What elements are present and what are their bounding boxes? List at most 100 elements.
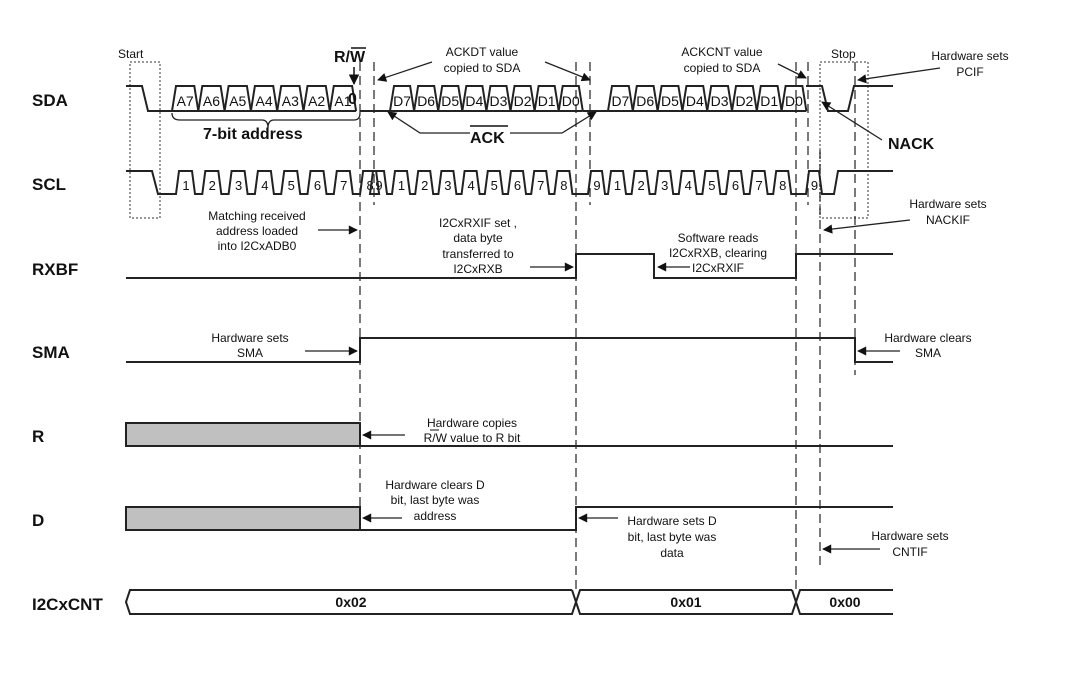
rxbf-waveform [126,253,893,279]
rxif-note-2: data byte [453,231,503,245]
clock-pulse-label: 9 [811,178,818,193]
data-bit-label: D4 [686,93,704,109]
clock-pulse-label: 3 [444,178,451,193]
data-bit-label: D2 [735,93,753,109]
data-bit-label: D3 [711,93,729,109]
data-bit-cell [461,85,488,112]
data-bit-cell [485,85,512,112]
nackif-note-1: Hardware sets [909,197,986,211]
cnt-value-1: 0x02 [335,594,366,610]
clock-pulse-label: 2 [637,178,644,193]
d-unknown-region [125,506,361,531]
data-bit-label: D2 [514,93,532,109]
clock-pulse-label: 4 [261,178,268,193]
pcif-note-2: PCIF [956,65,983,79]
data-bit-label: D7 [393,93,411,109]
data-bit-label: D1 [760,93,778,109]
signal-label-r: R [32,427,44,446]
start-label: Start [118,47,144,61]
dset-note-3: data [660,546,684,560]
sda-waveform [126,85,893,112]
clock-pulse-label: 1 [614,178,621,193]
swread-note-1: Software reads [678,231,759,245]
sma-clear-note-2: SMA [915,346,941,360]
rcopy-note-1: Hardware copies [427,416,517,430]
rw-value: 0 [348,91,357,108]
scl-line [126,170,893,195]
rxif-note-1: I2CxRXIF set , [439,216,517,230]
data-bit-cell [780,85,808,112]
cnt-value-3: 0x00 [829,594,860,610]
clock-pulse-label: 7 [755,178,762,193]
data-bit-label: D6 [636,93,654,109]
dset-note-2: bit, last byte was [628,530,717,544]
clock-pulse-label: 9 [375,178,382,193]
data-bit-cell [706,85,733,112]
nackif-note-2: NACKIF [926,213,970,227]
data-bit-label: D4 [465,93,483,109]
clock-pulse-label: 6 [732,178,739,193]
data-bit-cell [607,85,634,112]
cntif-note-2: CNTIF [892,545,927,559]
signal-label-i2cxcnt: I2CxCNT [32,595,103,614]
address-bit-cells: A7 A6 A5 A4 A3 A2 A1 [171,85,358,112]
stop-label: Stop [831,47,856,61]
nack-label: NACK [888,136,935,153]
pcif-note-1: Hardware sets [931,49,1008,63]
address-bit-label: A3 [282,93,299,109]
data-bit-label: D7 [611,93,629,109]
clock-pulse-label: 7 [340,178,347,193]
clock-pulse-label: 4 [467,178,474,193]
dclear-note-3: address [414,509,457,523]
data-bit-label: D6 [417,93,435,109]
data-bit-cell [731,85,758,112]
swread-note-3: I2CxRXIF [692,261,744,275]
dclear-note-2: bit, last byte was [391,493,480,507]
address-bit-label: A7 [177,93,194,109]
address-bit-label: A6 [203,93,220,109]
data-bit-cell [413,85,440,112]
ackcnt-note-1: ACKCNT value [681,45,762,59]
rxif-note-4: I2CxRXB [453,262,502,276]
clock-pulse-label: 8 [560,178,567,193]
adb0-note-1: Matching received [208,209,305,223]
cntif-note-1: Hardware sets [871,529,948,543]
rxif-note-3: transferred to [442,247,514,261]
signal-label-d: D [32,511,44,530]
address-brace [171,112,361,129]
adb0-note-3: into I2CxADB0 [218,239,297,253]
clock-pulse-label: 5 [708,178,715,193]
address-bit-label: A5 [229,93,246,109]
address-bit-cell [302,85,331,112]
ackdt-note-2: copied to SDA [444,61,521,75]
clock-pulse-label: 4 [685,178,692,193]
sma-clear-note-1: Hardware clears [884,331,971,345]
address-bit-label: A1 [334,93,351,109]
clock-pulse-label: 3 [661,178,668,193]
address-bit-cell [249,85,279,112]
clock-pulse-label: 8 [366,178,373,193]
data-bit-label: D5 [441,93,459,109]
clock-pulse-label: 6 [314,178,321,193]
address-bit-label: A4 [255,93,272,109]
cnt-value-2: 0x01 [670,594,701,610]
dset-note-1: Hardware sets D [627,514,717,528]
clock-pulse-label: 1 [398,178,405,193]
sma-waveform [126,337,893,363]
address-bit-cell [276,85,305,112]
data-bit-label: D0 [562,93,580,109]
adb0-note-2: address loaded [216,224,298,238]
ackdt-note-1: ACKDT value [446,45,519,59]
signal-label-scl: SCL [32,175,66,194]
data-bit-cell [533,85,560,112]
data-bit-cell [656,85,684,112]
r-unknown-region [125,422,361,447]
data-bit-cell [681,85,709,112]
data-bit-label: D0 [785,93,803,109]
rcopy-note-2: R/W value to R bit [424,431,521,445]
address-bit-label: A2 [308,93,325,109]
